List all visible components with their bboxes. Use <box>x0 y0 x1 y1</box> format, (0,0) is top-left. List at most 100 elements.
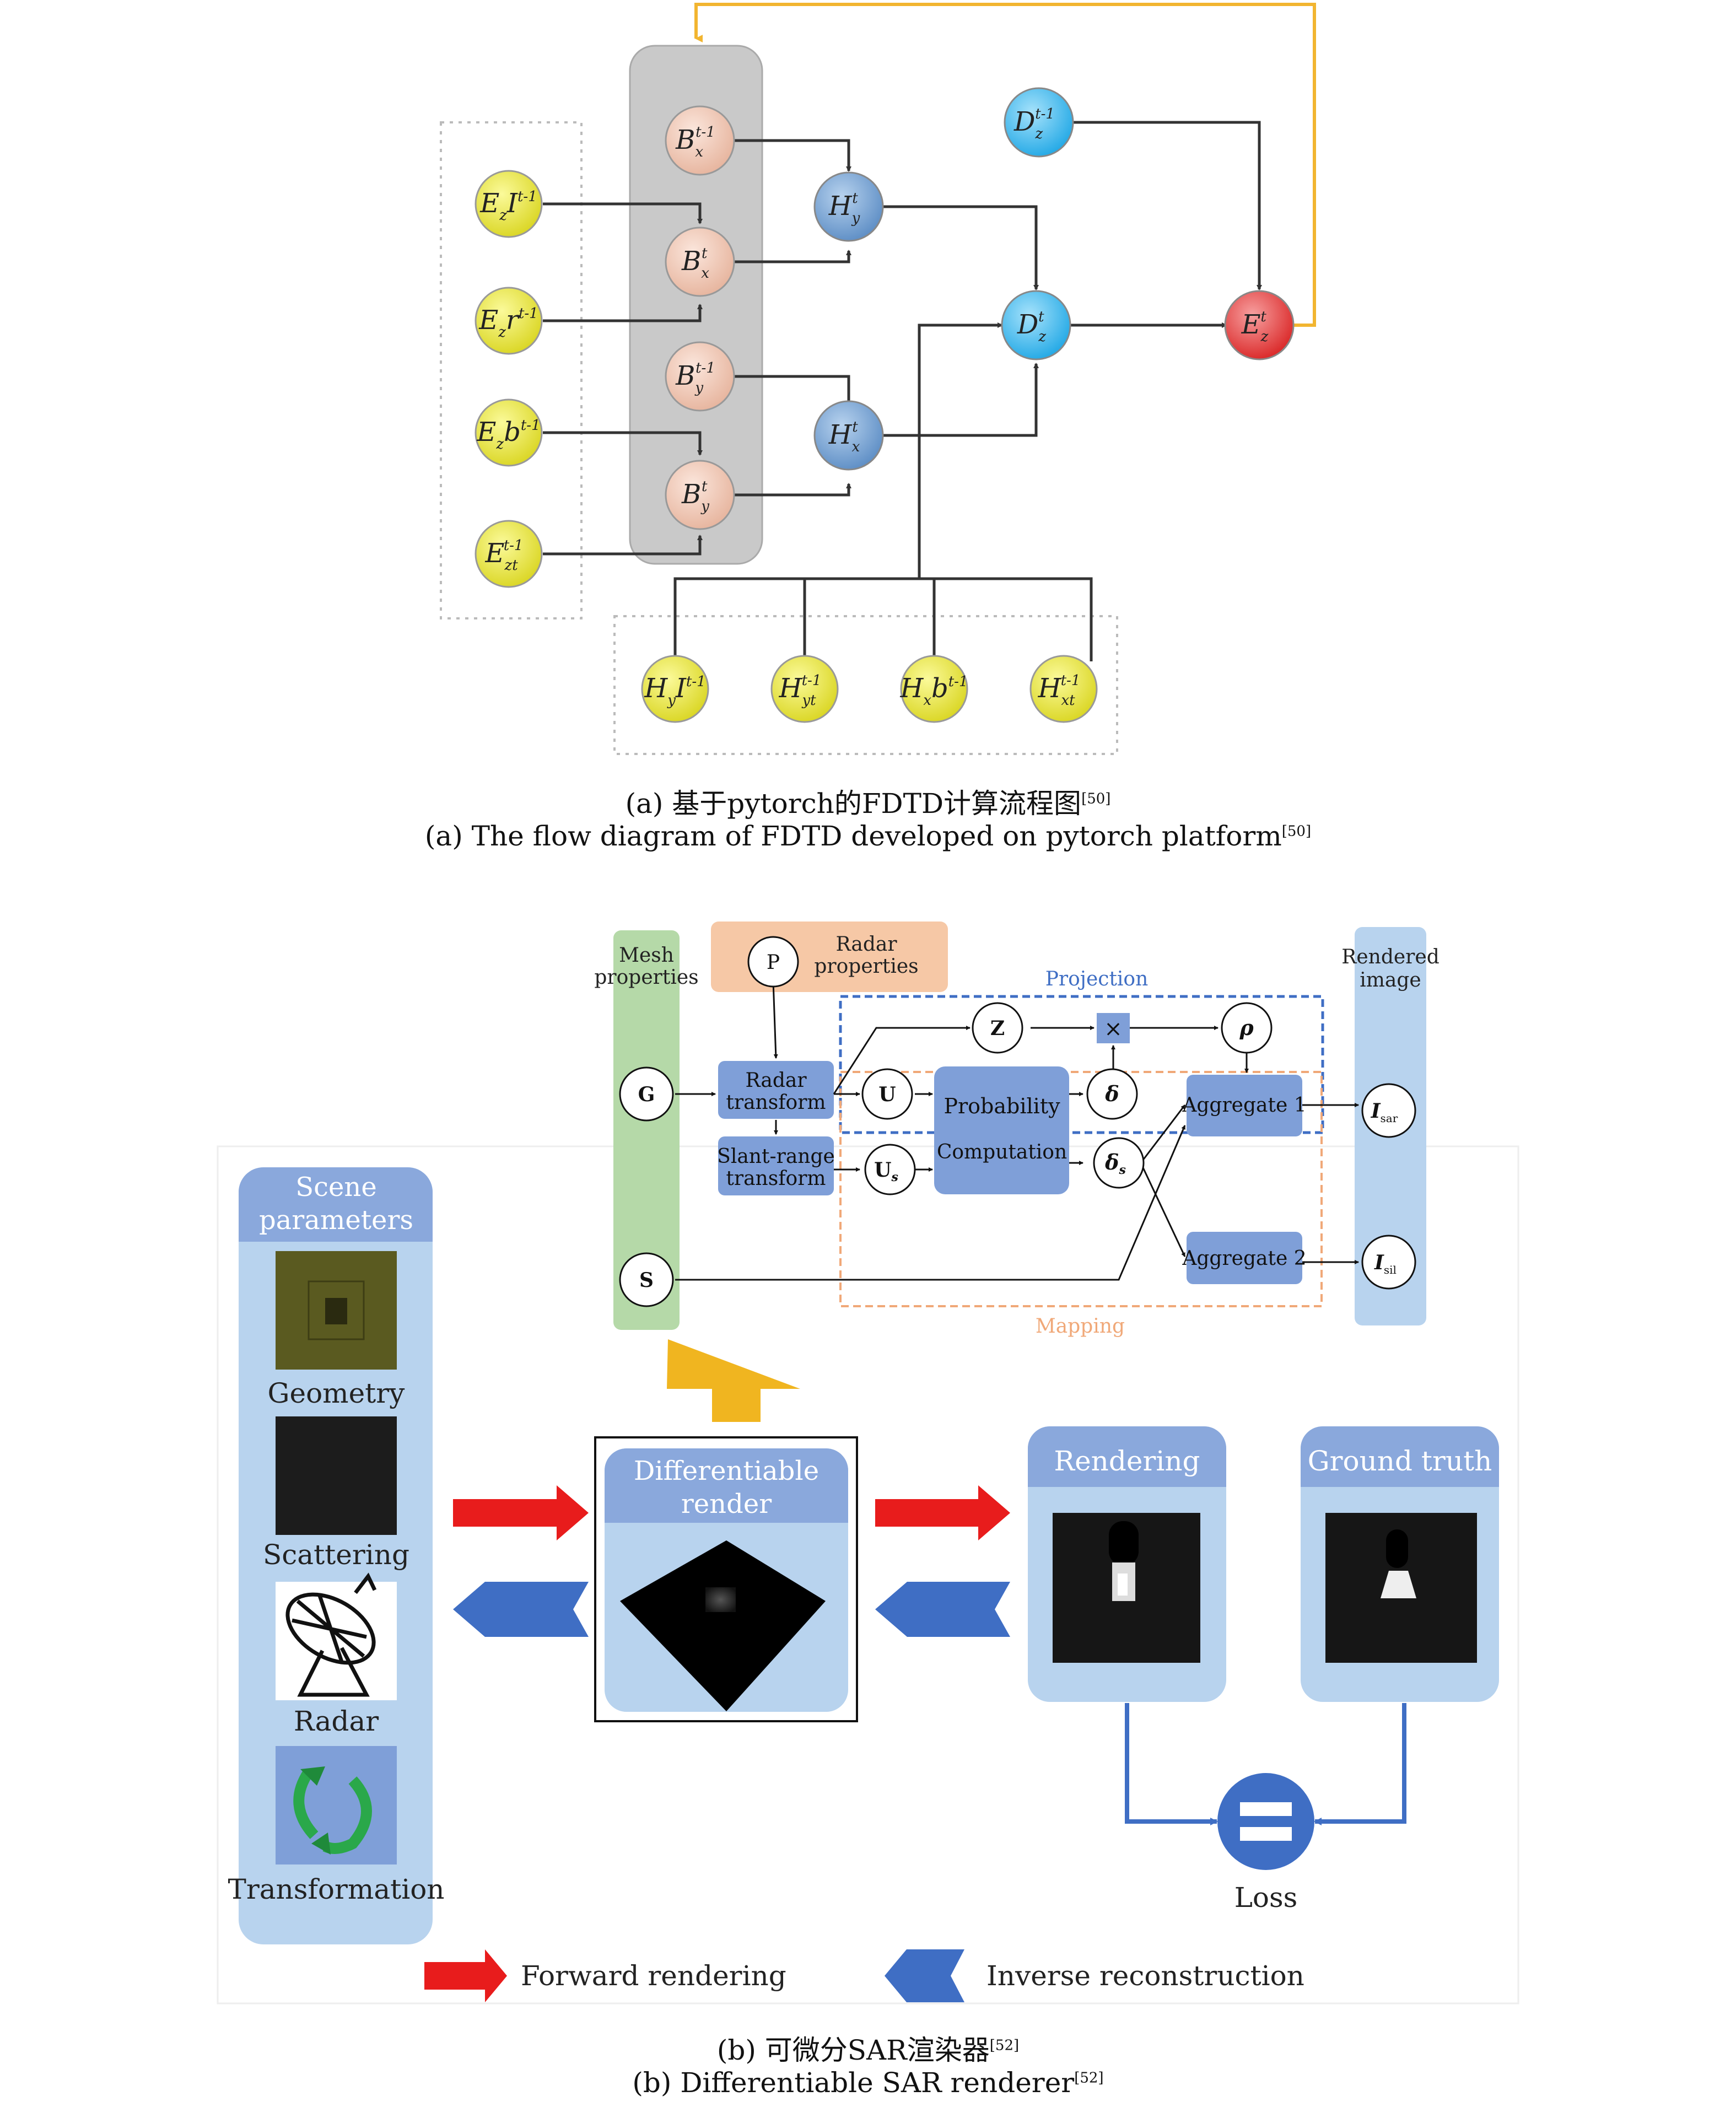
up-arrow <box>667 1339 800 1422</box>
mapping-box <box>839 1071 1323 1307</box>
b-nodes: Bxt-1 Bxt Byt-1 Byt <box>665 105 735 530</box>
svg-text:Ezt: Ezt <box>1241 309 1269 345</box>
svg-text:Ezrt-1: Ezrt-1 <box>478 305 538 341</box>
aggregate-1-box <box>1187 1075 1302 1136</box>
radar-transform-label-2: transform <box>726 1091 826 1114</box>
svg-text:EzIt-1: EzIt-1 <box>479 188 537 224</box>
svg-text:Byt: Byt <box>681 478 709 515</box>
node-by-prev: Byt-1 <box>665 341 735 412</box>
node-G: G <box>638 1083 655 1106</box>
legend-forward-arrow <box>424 1949 507 2002</box>
node-ezi: EzIt-1 <box>475 170 543 238</box>
node-ezb: Ezbt-1 <box>475 398 543 467</box>
radar-transform-label-1: Radar <box>745 1069 807 1092</box>
left-input-group <box>440 121 583 619</box>
diff-render-image <box>620 1540 826 1711</box>
svg-text:Hytt-1: Hytt-1 <box>779 672 822 709</box>
aggregate-2-box <box>1187 1232 1302 1284</box>
node-dz-prev: Dzt-1 <box>1004 87 1074 158</box>
rendering-to-loss <box>1125 1703 1218 1825</box>
node-Z: Z <box>990 1017 1005 1040</box>
node-ez: Ezt <box>1224 290 1295 360</box>
node-ezt: Eztt-1 <box>475 520 543 588</box>
inverse-arrow-2 <box>875 1582 1010 1637</box>
radar-label-2: properties <box>814 955 918 978</box>
fig-b-pipeline: Mesh properties Radar properties Rendere… <box>217 922 1519 2004</box>
computation-label: Computation <box>937 1141 1067 1163</box>
svg-text:Hxt: Hxt <box>828 419 860 455</box>
slant-range-label-1: Slant-range <box>717 1145 835 1168</box>
svg-text:Hyt: Hyt <box>828 190 860 227</box>
diff-render-title-2: render <box>681 1489 772 1519</box>
node-bx: Bxt <box>665 227 735 297</box>
legend-forward-label: Forward rendering <box>521 1960 786 1992</box>
node-bx-prev: Bxt-1 <box>665 105 735 176</box>
loss-label: Loss <box>1234 1882 1298 1914</box>
scene-title-1: Scene <box>295 1172 377 1203</box>
mesh-label-2: properties <box>594 966 698 989</box>
diff-render-title-1: Differentiable <box>634 1456 819 1486</box>
aggregate-1-label: Aggregate 1 <box>1182 1094 1306 1117</box>
multiply-box <box>1097 1013 1130 1043</box>
caption-a-en: (a) The flow diagram of FDTD developed o… <box>424 820 1312 852</box>
node-by: Byt <box>665 460 735 530</box>
mapping-label: Mapping <box>1036 1315 1125 1338</box>
loss-icon <box>1217 1773 1314 1870</box>
node-Isar: Isar <box>1371 1100 1398 1125</box>
legend-inverse-label: Inverse reconstruction <box>986 1960 1304 1992</box>
fig-b-workflow: Scene parameters Geometry Scattering Rad… <box>228 1167 1499 2002</box>
svg-text:Dzt-1: Dzt-1 <box>1013 106 1055 142</box>
node-hx: Hxt <box>813 400 884 471</box>
slant-range-label-2: transform <box>726 1167 826 1190</box>
svg-text:Bxt-1: Bxt-1 <box>675 124 715 160</box>
node-S: S <box>639 1269 654 1292</box>
slant-range-box <box>718 1136 834 1195</box>
mesh-column <box>613 930 680 1330</box>
rendered-label-1: Rendered <box>1341 946 1440 968</box>
svg-text:Dzt: Dzt <box>1017 309 1046 345</box>
svg-text:Bxt: Bxt <box>681 245 709 282</box>
bottom-input-group <box>613 615 1118 755</box>
radar-transform-box <box>718 1061 834 1119</box>
node-delta: δ <box>1104 1081 1119 1106</box>
probability-label: Probability <box>944 1094 1060 1118</box>
feedback-line <box>694 3 1316 327</box>
svg-text:Hxbt-1: Hxbt-1 <box>899 673 968 709</box>
node-Us: Us <box>874 1158 898 1184</box>
node-rho: ρ <box>1239 1015 1254 1040</box>
aggregate-2-label: Aggregate 2 <box>1182 1247 1306 1270</box>
ground-truth-title: Ground truth <box>1308 1445 1492 1477</box>
node-hy: Hyt <box>813 171 884 242</box>
b-node-panel <box>629 45 763 565</box>
projection-label: Projection <box>1045 968 1149 990</box>
svg-text:Eztt-1: Eztt-1 <box>485 537 524 574</box>
node-P: P <box>767 951 780 974</box>
node-hxb: Hxbt-1 <box>899 655 968 723</box>
scattering-thumbnail <box>276 1416 397 1535</box>
scene-parameters-header <box>239 1167 433 1242</box>
scene-item-geometry: Geometry <box>268 1377 406 1409</box>
scene-item-scattering: Scattering <box>263 1539 409 1571</box>
radar-label-1: Radar <box>835 933 897 956</box>
projection-box <box>839 995 1324 1134</box>
node-U: U <box>878 1083 896 1106</box>
caption-b-cn: (b) 可微分SAR渲染器[52] <box>716 2034 1020 2066</box>
node-hxt: Hxtt-1 <box>1029 655 1098 723</box>
multiply-symbol: × <box>1104 1016 1123 1042</box>
node-delta-s: δs <box>1104 1150 1126 1177</box>
fig-a: EzIt-1 Ezrt-1 Ezbt-1 Eztt-1 Bxt-1 <box>440 3 1316 755</box>
legend-inverse-arrow <box>885 1949 964 2002</box>
forward-arrow-1 <box>453 1485 589 1540</box>
truth-to-loss <box>1314 1703 1406 1825</box>
differentiable-render-frame <box>594 1436 858 1722</box>
node-dz: Dzt <box>1001 290 1071 360</box>
node-Isil: Isil <box>1374 1251 1397 1276</box>
svg-text:Ezbt-1: Ezbt-1 <box>476 417 540 452</box>
node-hyi: HyIt-1 <box>641 655 709 723</box>
e-input-nodes: EzIt-1 Ezrt-1 Ezbt-1 Eztt-1 <box>475 170 543 588</box>
fig-b-frame <box>217 1145 1519 2004</box>
rendering-title: Rendering <box>1054 1445 1200 1477</box>
caption-a-cn: (a) 基于pytorch的FDTD计算流程图[50] <box>625 788 1111 820</box>
